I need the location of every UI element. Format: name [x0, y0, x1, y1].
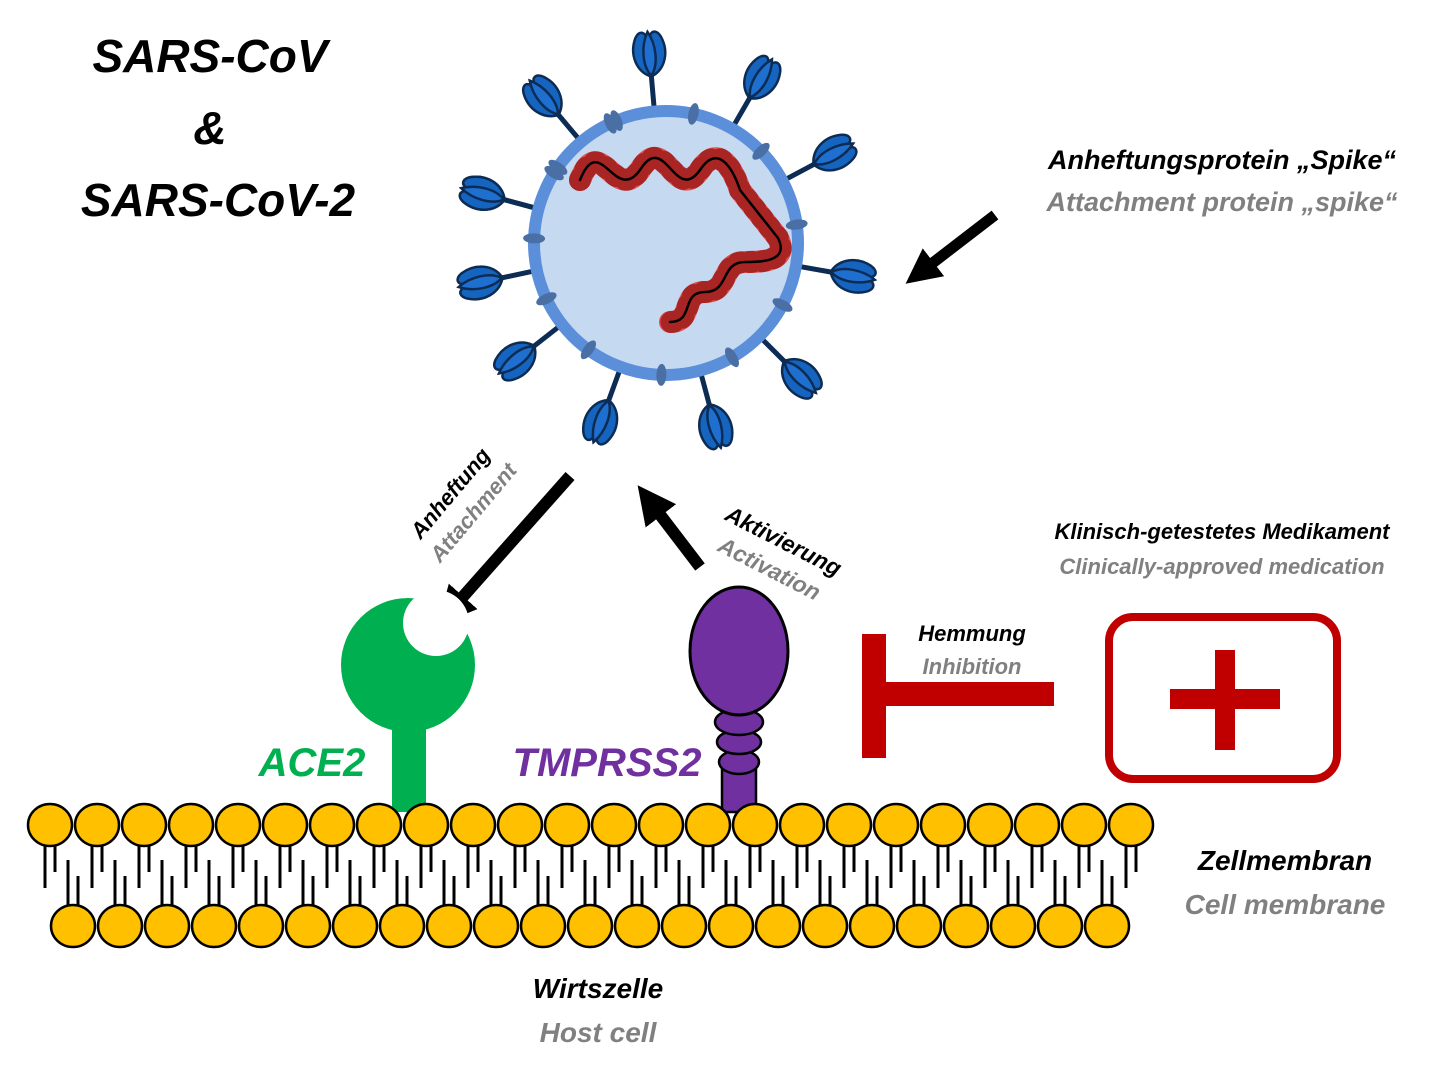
lipid-head-outer — [1013, 802, 1061, 848]
lipid-head-inner — [472, 903, 520, 949]
envelope-protein — [656, 363, 667, 386]
spike-annotation: Anheftungsprotein „Spike“ Attachment pro… — [905, 145, 1398, 284]
lipid-head-inner — [143, 903, 191, 949]
envelope-protein — [536, 292, 557, 306]
lipid-head-outer — [120, 802, 168, 848]
inhibition-stem — [862, 682, 1054, 706]
membrane-annotation: Zellmembran Cell membrane — [1185, 845, 1386, 920]
envelope-proteins — [523, 103, 808, 386]
medication-label-en: Clinically-approved medication — [1059, 554, 1384, 579]
spike-label-de: Anheftungsprotein „Spike“ — [1047, 145, 1397, 175]
tmprss2-label: TMPRSS2 — [513, 741, 702, 785]
lipid-head-inner — [1036, 903, 1084, 949]
title-line-3: SARS-CoV-2 — [81, 174, 356, 226]
lipid-head-inner — [378, 903, 426, 949]
lipid-head-inner — [801, 903, 849, 949]
envelope-protein — [785, 219, 808, 230]
spike-label-en: Attachment protein „spike“ — [1045, 187, 1398, 217]
rna-backbone — [578, 156, 782, 324]
lipid-head-inner — [190, 903, 238, 949]
lipid-tails — [43, 840, 1138, 912]
medical-cross-vertical — [1215, 650, 1235, 750]
membrane-label-en: Cell membrane — [1185, 889, 1386, 920]
host-annotation: Wirtszelle Host cell — [533, 973, 663, 1048]
virus-particle — [455, 30, 877, 451]
lipid-head-inner — [425, 903, 473, 949]
lipid-head-outer — [308, 802, 356, 848]
spike-pointer-arrow — [905, 210, 999, 284]
lipid-head-inner — [237, 903, 285, 949]
lipid-head-outer — [1060, 802, 1108, 848]
title-ampersand: & — [193, 102, 226, 154]
lipid-head-inner — [519, 903, 567, 949]
lipid-head-outer — [919, 802, 967, 848]
lipid-head-outer — [73, 802, 121, 848]
lipid-head-inner — [660, 903, 708, 949]
lipid-head-outer — [731, 802, 779, 848]
lipid-head-outer — [496, 802, 544, 848]
lipid-head-inner — [754, 903, 802, 949]
tmprss2-head — [688, 585, 790, 717]
lipid-head-outer — [543, 802, 591, 848]
lipid-head-inner — [707, 903, 755, 949]
lipid-head-outer — [402, 802, 450, 848]
lipid-head-outer — [872, 802, 920, 848]
ace2-label: ACE2 — [258, 741, 366, 785]
viral-rna — [569, 147, 792, 333]
envelope-protein — [580, 340, 597, 360]
lipid-head-inner — [284, 903, 332, 949]
lipid-head-inner — [895, 903, 943, 949]
lipid-head-outer — [1107, 802, 1155, 848]
medication-label-de: Klinisch-getestetes Medikament — [1055, 519, 1392, 544]
lipid-head-inner — [942, 903, 990, 949]
envelope-protein — [772, 298, 793, 312]
lipid-head-inner — [1083, 903, 1131, 949]
envelope-protein — [725, 347, 739, 368]
envelope-protein — [610, 110, 623, 131]
ace2-receptor: ACE2 — [258, 590, 475, 812]
lipid-head-outer — [825, 802, 873, 848]
lipid-head-outer — [167, 802, 215, 848]
lipid-head-inner — [848, 903, 896, 949]
inhibition-label-en: Inhibition — [923, 654, 1022, 679]
envelope-protein — [548, 159, 568, 175]
tmprss2-protease: TMPRSS2 — [513, 585, 790, 814]
title-line-1: SARS-CoV — [92, 30, 330, 82]
spike-protein-3 — [632, 30, 671, 116]
envelope-protein — [603, 113, 617, 134]
medication-annotation: Klinisch-getestetes Medikament Clinicall… — [1055, 519, 1392, 783]
envelope-protein — [688, 103, 699, 125]
lipid-head-inner — [566, 903, 614, 949]
lipid-head-outer — [449, 802, 497, 848]
lipid-head-outer — [637, 802, 685, 848]
activation-arrow — [637, 485, 705, 571]
envelope-protein — [523, 233, 546, 244]
lipid-head-inner — [331, 903, 379, 949]
envelope-protein — [752, 142, 770, 160]
inhibition-annotation: Hemmung Inhibition — [862, 621, 1054, 758]
attachment-arrow — [437, 472, 575, 626]
lipid-head-outer — [684, 802, 732, 848]
envelope-protein — [544, 165, 564, 181]
lipid-head-outer — [966, 802, 1014, 848]
lipid-heads — [26, 802, 1155, 949]
title: SARS-CoV & SARS-CoV-2 — [81, 30, 356, 226]
lipid-head-outer — [26, 802, 74, 848]
ace2-binding-pocket — [403, 590, 469, 656]
lipid-head-inner — [49, 903, 97, 949]
lipid-head-inner — [613, 903, 661, 949]
attachment-annotation: Anheftung Attachment — [405, 443, 575, 626]
lipid-head-outer — [261, 802, 309, 848]
lipid-head-outer — [355, 802, 403, 848]
lipid-head-outer — [590, 802, 638, 848]
membrane-label-de: Zellmembran — [1197, 845, 1372, 876]
lipid-head-outer — [214, 802, 262, 848]
lipid-head-outer — [778, 802, 826, 848]
lipid-head-inner — [989, 903, 1037, 949]
lipid-head-inner — [96, 903, 144, 949]
host-label-en: Host cell — [540, 1017, 658, 1048]
host-label-de: Wirtszelle — [533, 973, 663, 1004]
inhibition-label-de: Hemmung — [918, 621, 1026, 646]
